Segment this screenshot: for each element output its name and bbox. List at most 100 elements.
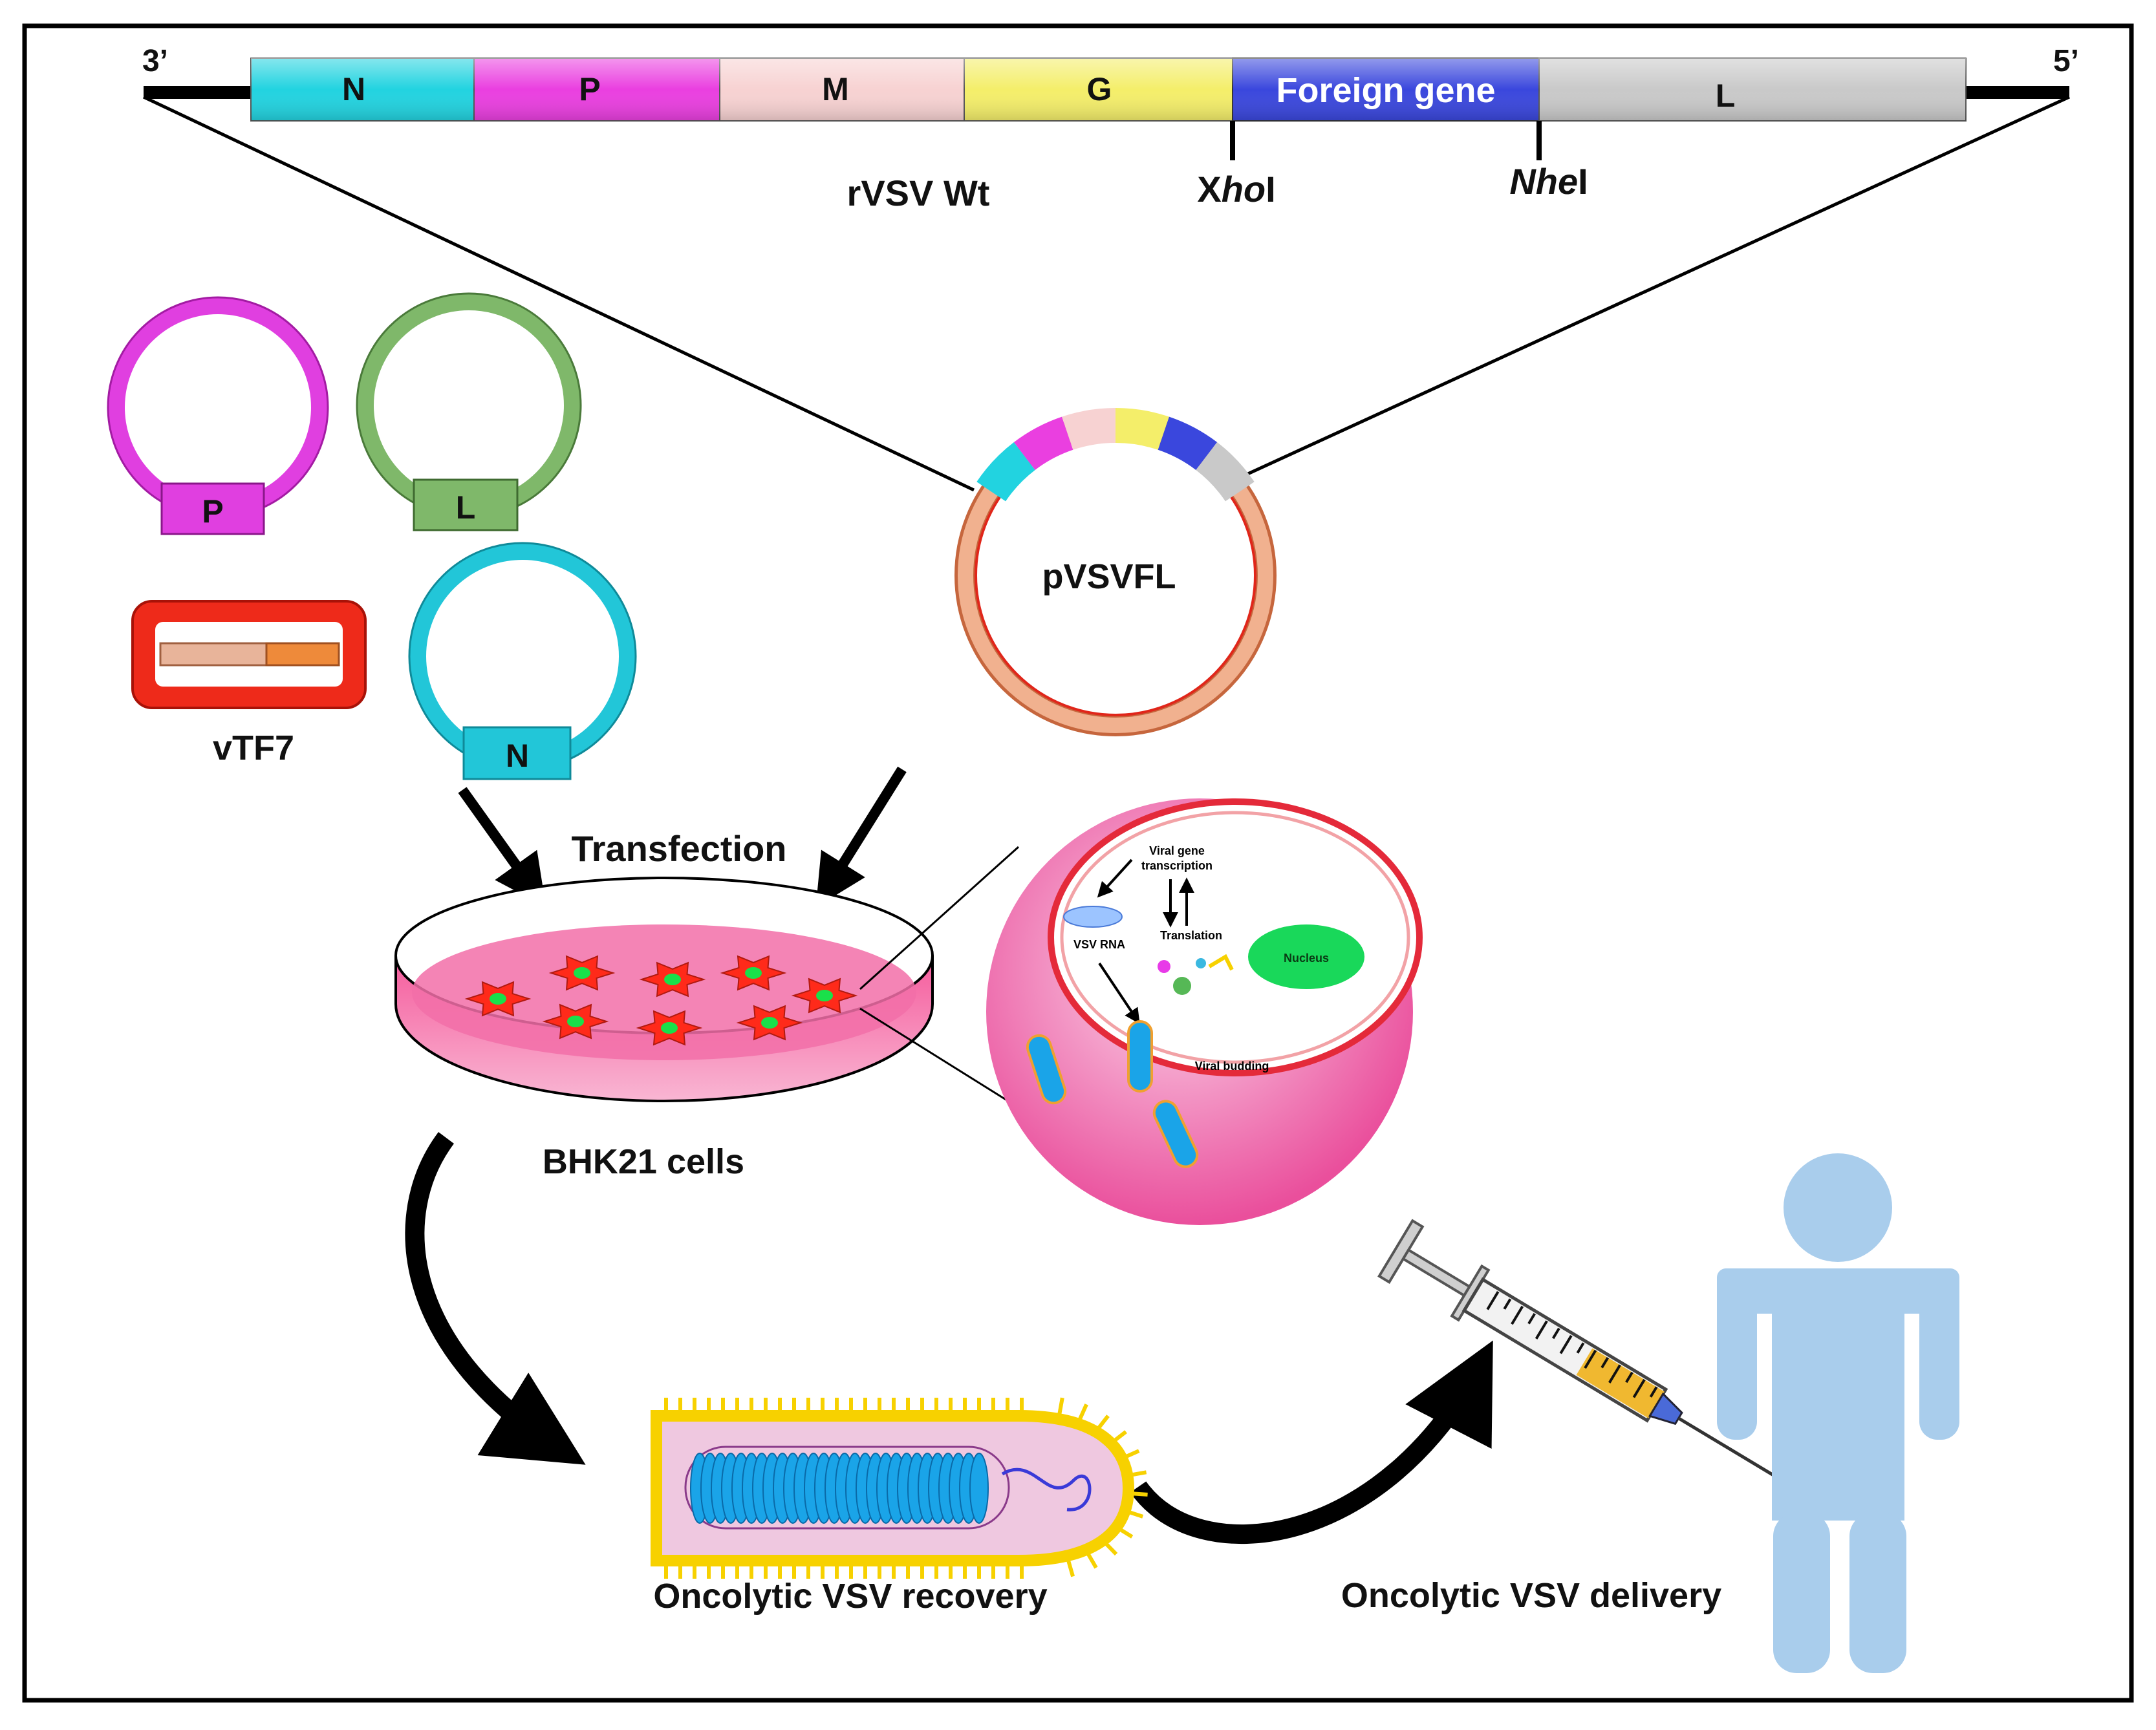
syringe-tick-3 <box>1527 1313 1536 1325</box>
human-figure <box>1717 1153 1959 1673</box>
virion-spike-57 <box>1128 1470 1147 1478</box>
virion-matrix <box>684 1446 1010 1530</box>
expansion-line-left <box>142 95 975 492</box>
inset-cell-membrane <box>1048 798 1423 1076</box>
arrow-dish-to-virion <box>405 1132 586 1465</box>
syringe-tick-12 <box>1632 1379 1646 1398</box>
arrow-to-rna <box>1097 859 1133 898</box>
recovery-label: Oncolytic VSV recovery <box>653 1577 1047 1616</box>
budding-label: Viral budding <box>1195 1060 1269 1073</box>
plasmid-pvsvfl: pVSVFL <box>954 407 1277 736</box>
syringe-tick-0 <box>1486 1291 1500 1310</box>
expansion-line-right <box>1234 95 2071 482</box>
genome-map: N P M G Foreign gene L 3’ 5’ rVSV Wt Xho… <box>142 44 2079 492</box>
virion-spike-55 <box>1110 1430 1127 1445</box>
syringe-needle <box>1677 1416 1774 1477</box>
plasmid-l-ring <box>357 294 581 517</box>
protein-dot-1 <box>1158 960 1170 973</box>
plasmid-l: L <box>356 292 582 531</box>
dish-cells <box>464 955 858 1046</box>
virion-spike-53 <box>1077 1404 1088 1422</box>
genome-5prime-label: 5’ <box>2053 44 2079 78</box>
plasmid-n-label: N <box>506 738 529 774</box>
protein-dot-2 <box>1173 977 1191 995</box>
virion-spike-63 <box>1066 1558 1075 1577</box>
syringe-tick-6 <box>1559 1335 1573 1354</box>
arrow-virion-to-delivery <box>1130 1340 1493 1544</box>
vsv-rna-label: VSV RNA <box>1073 938 1125 951</box>
human-arm-left <box>1717 1268 1757 1440</box>
arrow-to-budding <box>1098 962 1140 1024</box>
dish-cell-nucleus-5 <box>567 1016 584 1027</box>
dish-cell-nucleus-1 <box>574 967 590 979</box>
pvsvfl-arc-3 <box>1115 407 1169 450</box>
pvsvfl-ring-inner-edge <box>975 434 1256 716</box>
syringe <box>1377 1219 1774 1477</box>
arrow-pvsvfl-to-dish <box>815 766 907 908</box>
plasmid-p: P <box>107 296 329 535</box>
dish-cell-nucleus-7 <box>761 1017 778 1029</box>
syringe-tick-1 <box>1503 1298 1512 1310</box>
virion-spikes <box>664 1397 1148 1579</box>
cell-inset: Nucleus VSV RNA Viral gene transcription… <box>986 798 1423 1225</box>
genome-shading <box>251 58 1966 121</box>
arrow-helpers-to-dish <box>458 787 546 908</box>
protein-dot-3 <box>1196 958 1206 968</box>
inset-nucleus <box>1248 924 1364 989</box>
nucleus-label: Nucleus <box>1284 952 1329 965</box>
protein-squiggle <box>1208 954 1234 971</box>
syringe-hub <box>1648 1392 1683 1426</box>
virion-spike-52 <box>1057 1397 1064 1416</box>
vtf7-insert-left <box>159 642 270 667</box>
human-arm-right <box>1919 1268 1959 1440</box>
vtf7-label: vTF7 <box>213 729 294 767</box>
virion-spike-54 <box>1095 1415 1110 1432</box>
syringe-tick-9 <box>1601 1357 1610 1369</box>
pvsvfl-arc-1 <box>1013 416 1073 471</box>
syringe-tick-7 <box>1576 1342 1585 1354</box>
dish-cell-nucleus-6 <box>661 1022 678 1034</box>
virion-spike-61 <box>1102 1539 1118 1556</box>
vtf7-insert-right <box>265 642 340 667</box>
plasmid-l-label: L <box>456 489 476 526</box>
nhei-label: NheI <box>1509 161 1588 202</box>
syringe-tick-2 <box>1511 1305 1524 1325</box>
syringe-tick-5 <box>1551 1327 1560 1340</box>
syringe-tick-8 <box>1584 1349 1597 1369</box>
virion: Oncolytic VSV recovery <box>651 1397 1148 1616</box>
virion-spike-56 <box>1121 1449 1140 1460</box>
vtf7: vTF7 <box>131 600 367 767</box>
dish-cell-nucleus-0 <box>490 993 506 1005</box>
plasmid-n: N <box>408 542 637 780</box>
free-virion-2 <box>1152 1100 1199 1168</box>
transfection-label: Transfection <box>572 828 787 869</box>
syringe-tick-10 <box>1608 1364 1621 1383</box>
virion-nucleocapsid <box>690 1453 989 1524</box>
translation-label: Translation <box>1160 929 1222 942</box>
plasmid-n-box <box>462 726 572 780</box>
human-head <box>1784 1153 1892 1262</box>
pvsvfl-gene-arcs <box>976 407 1255 502</box>
segment-g-label: G <box>1087 71 1112 107</box>
pvsvfl-arc-4 <box>1158 416 1218 471</box>
syringe-plunger-cap <box>1377 1219 1425 1284</box>
xhoi-label: XhoI <box>1197 169 1275 209</box>
plasmid-p-label: P <box>202 493 223 529</box>
virion-spike-62 <box>1085 1551 1098 1569</box>
virion-spike-58 <box>1129 1491 1148 1497</box>
plasmid-l-box <box>413 478 519 531</box>
virion-spike-59 <box>1125 1509 1144 1519</box>
transcription-label-1: Viral gene <box>1149 844 1205 857</box>
human-leg-left <box>1773 1513 1830 1673</box>
segment-p-label: P <box>579 71 600 107</box>
segment-foreign-gene-label: Foreign gene <box>1276 71 1495 110</box>
dish-cell-nucleus-3 <box>745 967 762 979</box>
delivery-label: Oncolytic VSV delivery <box>1341 1576 1721 1615</box>
dish-cell-nucleus-4 <box>816 990 833 1001</box>
zoom-line-top <box>859 846 1020 990</box>
syringe-plunger-rod <box>1401 1248 1472 1298</box>
human-torso <box>1772 1268 1904 1521</box>
syringe-ticks <box>1486 1291 1658 1398</box>
virion-spike-60 <box>1116 1525 1134 1539</box>
